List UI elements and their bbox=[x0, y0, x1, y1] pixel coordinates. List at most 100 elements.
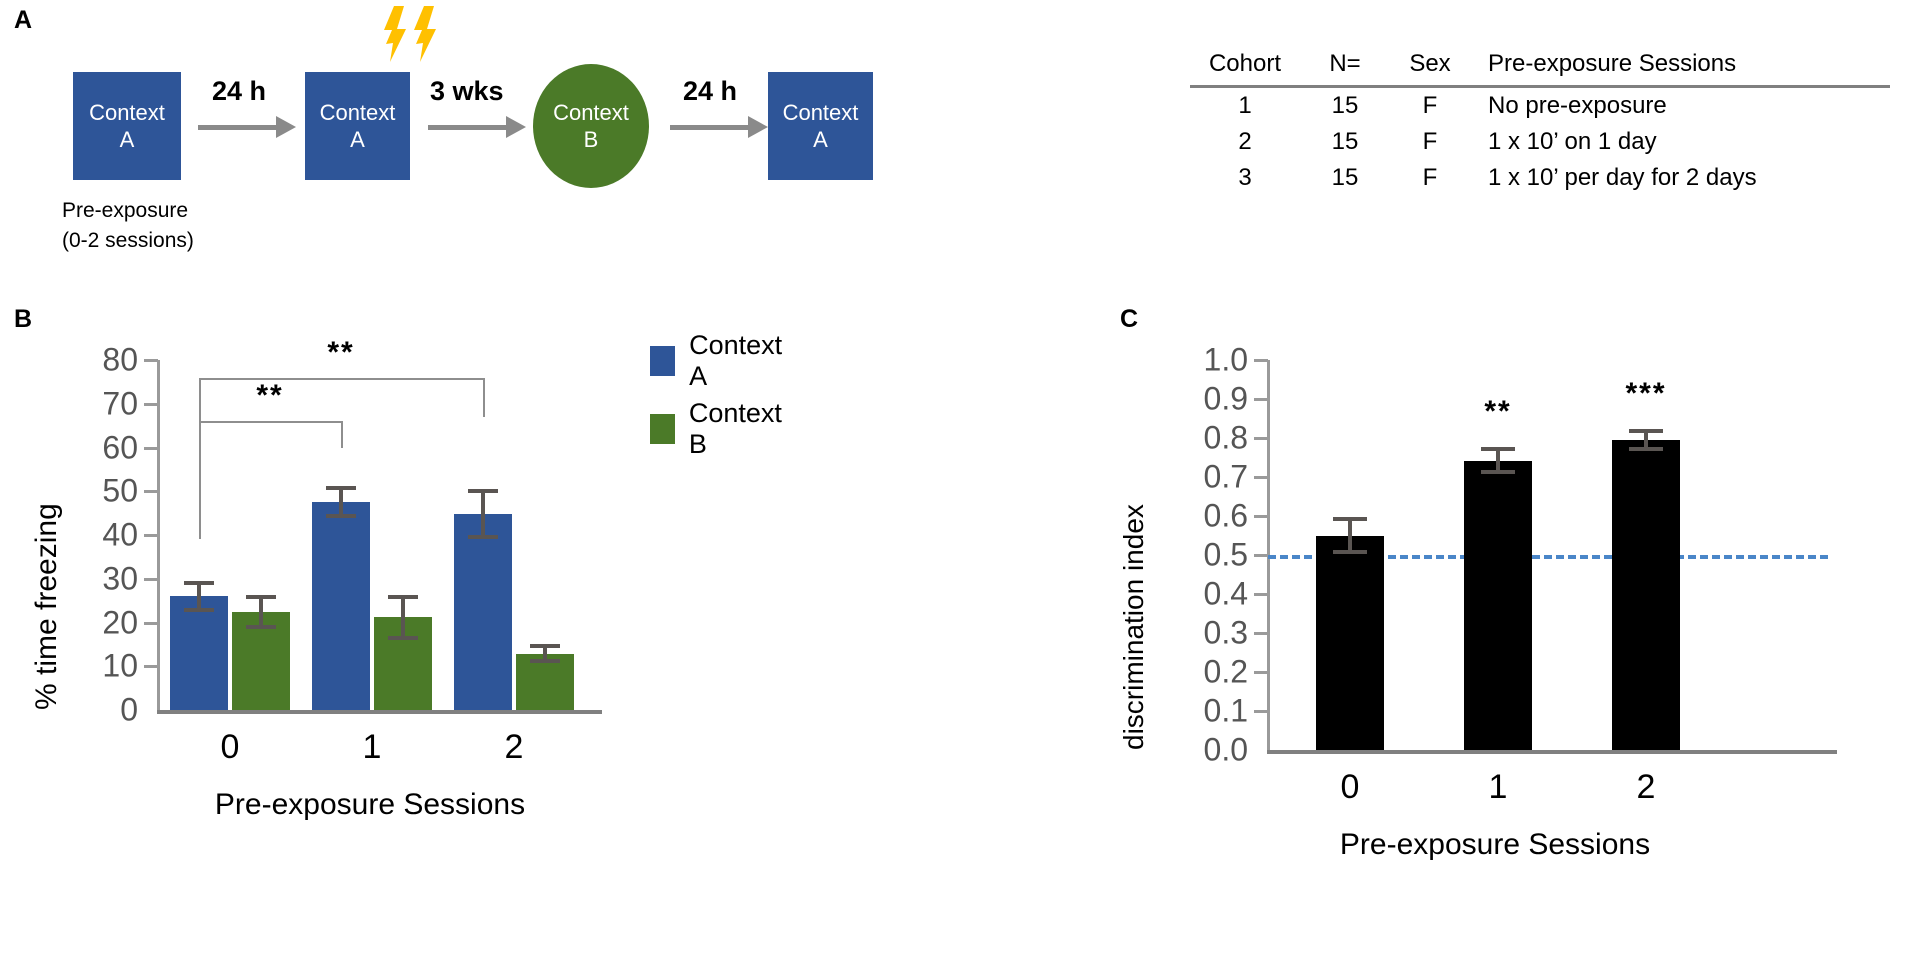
header-cohort: Cohort bbox=[1190, 48, 1300, 88]
error-bar-line bbox=[1644, 429, 1648, 451]
error-bar-cap-bottom bbox=[326, 513, 356, 518]
error-bar-cap-top bbox=[1629, 429, 1663, 434]
y-tick-label: 10 bbox=[102, 647, 138, 684]
y-tick-label: 0.2 bbox=[1203, 653, 1248, 690]
context-label-line2: B bbox=[583, 127, 599, 152]
panel-a-letter: A bbox=[14, 6, 32, 34]
error-bar-cap-bottom bbox=[468, 535, 498, 540]
error-bar-cap-top bbox=[388, 594, 418, 599]
panel-a-experiment-timeline: A Context A 24 h Context A 3 wks Context… bbox=[0, 0, 1160, 290]
y-tick-label: 0 bbox=[120, 691, 138, 728]
y-tick-label: 0.1 bbox=[1203, 692, 1248, 729]
error-bar bbox=[1612, 429, 1680, 451]
timeline-arrow-3 bbox=[670, 113, 770, 143]
x-tick-label: 2 bbox=[504, 728, 524, 766]
legend-item-context-b: Context B bbox=[650, 398, 787, 460]
y-tick-mark bbox=[1254, 476, 1268, 479]
y-tick-mark bbox=[144, 490, 158, 494]
error-bar-line bbox=[401, 594, 405, 640]
y-tick-label: 80 bbox=[102, 341, 138, 378]
x-tick-label: 0 bbox=[1340, 768, 1360, 806]
error-bar-line bbox=[339, 485, 343, 518]
timeline-step-ctx-a-1: Context A bbox=[73, 72, 181, 180]
table-row: 3 15 F 1 x 10’ per day for 2 days bbox=[1190, 160, 1890, 196]
timeline-arrow-label-1: 24 h bbox=[212, 76, 267, 106]
error-bar bbox=[1464, 446, 1532, 475]
panel-b-x-axis-title: Pre-exposure Sessions bbox=[214, 788, 526, 821]
error-bar bbox=[170, 580, 228, 612]
arrow-head-icon bbox=[748, 116, 768, 138]
x-tick-label: 1 bbox=[362, 728, 382, 766]
bar-discrimination-index-1 bbox=[1464, 460, 1532, 750]
header-pre-exposure-sessions: Pre-exposure Sessions bbox=[1470, 48, 1890, 88]
context-label-line1: Context bbox=[89, 99, 165, 125]
panel-c-letter: C bbox=[1120, 305, 1138, 333]
y-tick-mark bbox=[144, 665, 158, 669]
significance-label: ** bbox=[256, 379, 284, 413]
bar-context-a-1 bbox=[312, 501, 370, 710]
error-bar-line bbox=[1348, 516, 1352, 555]
context-label-line1: Context bbox=[553, 99, 629, 125]
error-bar-cap-top bbox=[246, 595, 276, 600]
significance-bracket-tick bbox=[199, 377, 201, 422]
y-tick-mark bbox=[144, 402, 158, 406]
y-tick-mark bbox=[1254, 398, 1268, 401]
context-label-line1: Context bbox=[782, 99, 859, 125]
significance-bracket-tick bbox=[341, 421, 343, 448]
error-bar bbox=[454, 488, 512, 540]
y-tick-mark bbox=[1254, 671, 1268, 674]
y-tick-label: 0.9 bbox=[1203, 380, 1248, 417]
error-bar-cap-top bbox=[530, 644, 560, 649]
context-label-line1: Context bbox=[319, 99, 396, 125]
cell-n: 15 bbox=[1331, 164, 1359, 191]
pre-exposure-caption: Pre-exposure (0-2 sessions) bbox=[62, 199, 194, 253]
legend-label-context-a: Context A bbox=[689, 330, 783, 391]
y-tick-mark bbox=[1254, 632, 1268, 635]
y-tick-label: 40 bbox=[102, 516, 138, 553]
error-bar-cap-top bbox=[468, 488, 498, 493]
y-tick-mark bbox=[144, 446, 158, 450]
cell-sex: F bbox=[1422, 128, 1438, 155]
panel-c-x-axis-line bbox=[1267, 750, 1837, 754]
y-tick-mark bbox=[144, 621, 158, 625]
y-tick-label: 0.3 bbox=[1203, 614, 1248, 651]
error-bar-line bbox=[197, 580, 201, 612]
error-bar-cap-bottom bbox=[1333, 550, 1367, 555]
cell-n: 15 bbox=[1331, 128, 1359, 155]
y-tick-label: 0.4 bbox=[1203, 575, 1248, 612]
error-bar bbox=[516, 644, 574, 663]
bar-context-a-0 bbox=[170, 596, 228, 710]
context-label-line2: A bbox=[813, 127, 828, 152]
bar-discrimination-index-0 bbox=[1316, 535, 1384, 750]
y-tick-label: 0.5 bbox=[1203, 536, 1248, 573]
error-bar-cap-top bbox=[1333, 516, 1367, 521]
timeline-arrow-label-3: 24 h bbox=[683, 76, 738, 106]
error-bar-cap-top bbox=[326, 485, 356, 490]
panel-b-x-axis-line bbox=[157, 710, 602, 714]
error-bar-cap-bottom bbox=[246, 624, 276, 629]
y-tick-label: 1.0 bbox=[1203, 341, 1248, 378]
significance-label: ** bbox=[327, 335, 355, 369]
y-tick-mark bbox=[144, 359, 158, 362]
timeline-step-ctx-a-3: Context A bbox=[768, 72, 873, 180]
y-tick-label: 0.6 bbox=[1203, 497, 1248, 534]
panel-c-chance-reference-line bbox=[1268, 555, 1828, 559]
timeline-arrow-1 bbox=[198, 113, 298, 143]
x-tick-label: 1 bbox=[1488, 768, 1508, 806]
y-tick-label: 30 bbox=[102, 560, 138, 597]
y-tick-label: 0.7 bbox=[1203, 458, 1248, 495]
y-tick-mark bbox=[1254, 515, 1268, 518]
y-tick-mark bbox=[144, 577, 158, 581]
bar-context-b-2 bbox=[516, 653, 574, 710]
significance-bracket bbox=[199, 377, 483, 380]
error-bar-cap-bottom bbox=[388, 636, 418, 640]
significance-bracket-tick bbox=[199, 421, 201, 540]
x-tick-label: 2 bbox=[1636, 768, 1656, 806]
table-row: 2 15 F 1 x 10’ on 1 day bbox=[1190, 124, 1890, 160]
header-n: N= bbox=[1300, 48, 1390, 88]
timeline-arrow-2 bbox=[428, 113, 528, 143]
error-bar bbox=[312, 485, 370, 518]
cell-cohort: 2 bbox=[1238, 128, 1252, 155]
x-tick-label: 0 bbox=[220, 728, 240, 766]
cell-cohort: 1 bbox=[1238, 92, 1252, 119]
